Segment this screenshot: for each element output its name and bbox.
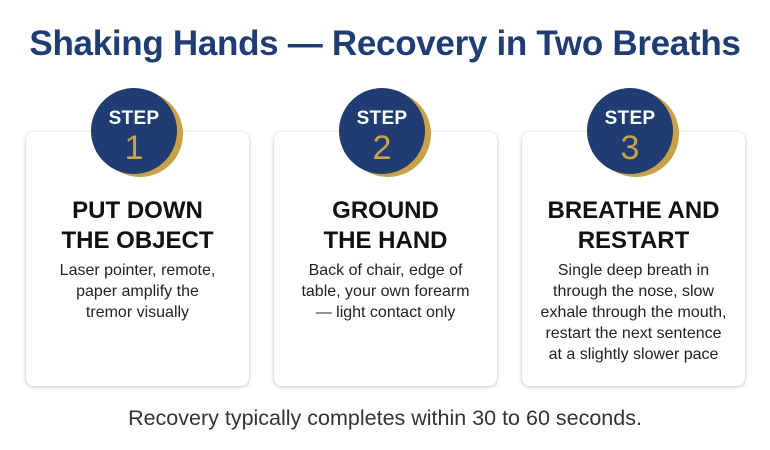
footer-note: Recovery typically completes within 30 t…: [128, 406, 642, 430]
step-3-description-line-1: Single deep breath in: [557, 262, 710, 279]
step-3-description-line-3: exhale through the mouth,: [540, 304, 727, 321]
step-2-description-line-2: table, your own forearm: [301, 283, 470, 300]
step-3-badge-circle: STEP 3: [587, 88, 673, 174]
step-3-description-line-2: through the nose, slow: [553, 283, 714, 300]
step-3-description-line-5: at a slightly slower pace: [548, 346, 719, 363]
step-3-description-line-4: restart the next sentence: [545, 325, 722, 342]
step-1-heading-line-1: PUT DOWN: [72, 197, 203, 224]
step-1-description: Laser pointer, remote, paper amplify the…: [26, 260, 249, 323]
step-1-heading: PUT DOWN THE OBJECT: [26, 196, 249, 256]
step-2-heading-line-2: THE HAND: [323, 227, 448, 254]
step-3-badge: STEP 3: [587, 88, 679, 180]
step-1-heading-line-2: THE OBJECT: [61, 227, 214, 254]
step-2-description: Back of chair, edge of table, your own f…: [274, 260, 497, 323]
step-1-badge-circle: STEP 1: [91, 88, 177, 174]
step-2-description-line-3: — light contact only: [315, 304, 456, 321]
step-3-badge-number: 3: [620, 129, 640, 167]
step-2-badge: STEP 2: [339, 88, 431, 180]
step-1-description-line-2: paper amplify the: [76, 283, 199, 300]
step-1-badge-word: STEP: [108, 108, 160, 129]
step-3-description: Single deep breath in through the nose, …: [522, 260, 745, 365]
step-2-heading: GROUND THE HAND: [274, 196, 497, 256]
step-1-badge-number: 1: [124, 129, 144, 167]
step-3-heading-line-1: BREATHE AND: [547, 197, 720, 224]
step-3-heading-line-2: RESTART: [577, 227, 690, 254]
step-2-heading-line-1: GROUND: [332, 197, 439, 224]
step-2-badge-word: STEP: [356, 108, 408, 129]
step-1-badge: STEP 1: [91, 88, 183, 180]
step-1-description-line-3: tremor visually: [85, 304, 190, 321]
step-2-badge-circle: STEP 2: [339, 88, 425, 174]
step-2-description-line-1: Back of chair, edge of: [308, 262, 463, 279]
step-1-description-line-1: Laser pointer, remote,: [59, 262, 216, 279]
step-card-2: GROUND THE HAND Back of chair, edge of t…: [274, 132, 497, 386]
step-2-badge-number: 2: [372, 129, 392, 167]
step-card-3: BREATHE AND RESTART Single deep breath i…: [522, 132, 745, 386]
step-3-heading: BREATHE AND RESTART: [522, 196, 745, 256]
page-title: Shaking Hands — Recovery in Two Breaths: [29, 24, 741, 63]
step-3-badge-word: STEP: [604, 108, 656, 129]
